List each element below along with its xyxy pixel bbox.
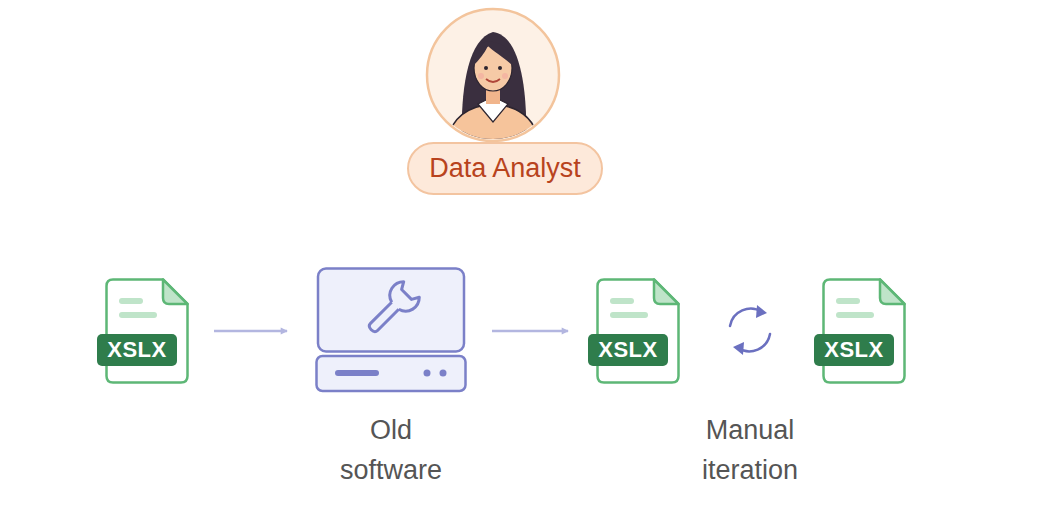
file-icon (596, 278, 680, 384)
file-node: XSLX (822, 278, 906, 384)
file-type-badge: XSLX (588, 334, 668, 366)
role-label: Data Analyst (407, 142, 603, 195)
file-icon (105, 278, 189, 384)
cycle-icon (722, 302, 778, 358)
file-icon (822, 278, 906, 384)
role-text: Data Analyst (429, 153, 581, 183)
process-label: Manual iteration (675, 410, 825, 490)
file-node: XSLX (105, 278, 189, 384)
file-type-badge: XSLX (97, 334, 177, 366)
cycle-node: Manual iteration (722, 302, 778, 358)
flow-arrow (492, 330, 568, 333)
computer-node: Old software (315, 267, 467, 393)
flow-arrow (214, 330, 287, 333)
computer-icon (315, 267, 467, 393)
analyst-figure (446, 32, 540, 150)
avatar-circle (427, 9, 559, 141)
software-label: Old software (326, 410, 456, 490)
file-type-badge: XSLX (814, 334, 894, 366)
file-node: XSLX (596, 278, 680, 384)
